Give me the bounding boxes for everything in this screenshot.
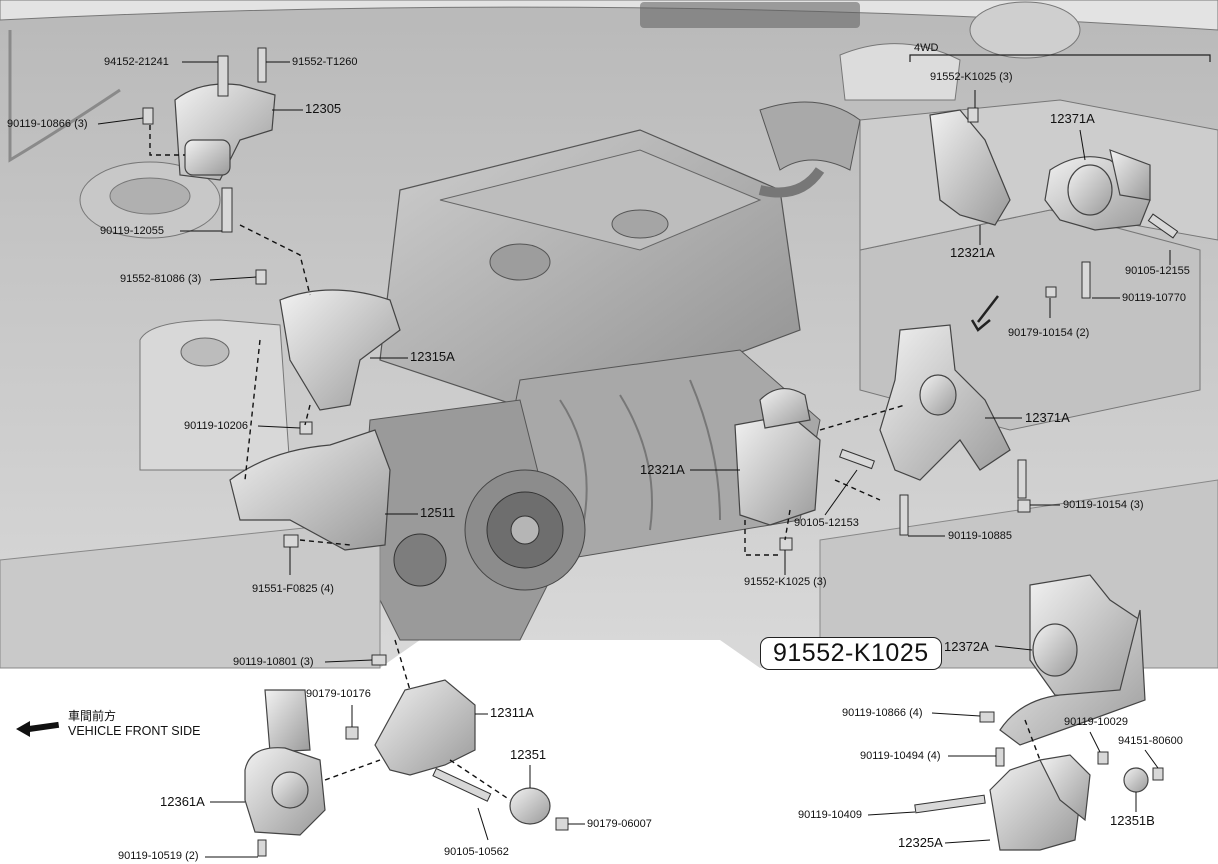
- front-legend-japanese: 車間前方: [68, 709, 117, 723]
- part-label: 12315A: [410, 349, 455, 364]
- part-label: 90105-12155: [1125, 265, 1190, 277]
- part-label: 91552-T1260: [292, 56, 358, 68]
- part-label: 90119-10409: [798, 809, 863, 821]
- callout-part-number: 91552-K1025: [760, 637, 942, 670]
- part-label: 12511: [420, 505, 456, 520]
- part-label: 90119-10494 (4): [860, 750, 941, 762]
- part-label: 90119-10866 (4): [842, 707, 923, 719]
- part-label: 90119-10866 (3): [7, 118, 88, 130]
- part-label: 12321A: [640, 462, 685, 477]
- part-label: 12321A: [950, 245, 995, 260]
- part-label: 91552-81086 (3): [120, 273, 202, 285]
- part-label: 91551-F0825 (4): [252, 583, 334, 595]
- part-label: 12351: [510, 747, 547, 762]
- part-label: 90119-10770: [1122, 292, 1187, 304]
- part-label: 12351B: [1110, 813, 1155, 828]
- part-label: 12305: [305, 101, 342, 116]
- part-label: 90119-10519 (2): [118, 850, 199, 862]
- part-label: 90119-10885: [948, 530, 1013, 542]
- part-label: 12371A: [1050, 111, 1095, 126]
- part-label: 90179-10154 (2): [1008, 327, 1090, 339]
- part-label: 12361A: [160, 794, 205, 809]
- part-label: 90119-10029: [1064, 716, 1129, 728]
- part-label: 91552-K1025 (3): [744, 576, 827, 588]
- part-label: 90119-10154 (3): [1063, 499, 1144, 511]
- part-label: 94152-21241: [104, 56, 169, 68]
- part-label: 90179-10176: [306, 688, 371, 700]
- part-label: 12311A: [490, 705, 534, 720]
- part-label: 90119-10206: [184, 420, 249, 432]
- part-label: 12325A: [898, 835, 943, 850]
- part-label: 90119-10801 (3): [233, 656, 314, 668]
- front-direction-arrow-shaft: [28, 721, 60, 732]
- part-label: 90105-12153: [794, 517, 859, 529]
- region-label-4wd: 4WD: [914, 42, 939, 54]
- part-label: 90105-10562: [444, 846, 509, 858]
- part-label: 91552-K1025 (3): [930, 71, 1013, 83]
- part-label: 90119-12055: [100, 225, 165, 237]
- vehicle-front-legend: 車間前方 VEHICLE FRONT SIDE: [16, 707, 236, 751]
- part-label: 90179-06007: [587, 818, 652, 830]
- part-label: 94151-80600: [1118, 735, 1183, 747]
- front-legend-english: VEHICLE FRONT SIDE: [68, 724, 201, 738]
- front-direction-arrow-icon: [16, 721, 30, 737]
- part-label: 12372A: [944, 639, 989, 654]
- part-label: 12371A: [1025, 410, 1070, 425]
